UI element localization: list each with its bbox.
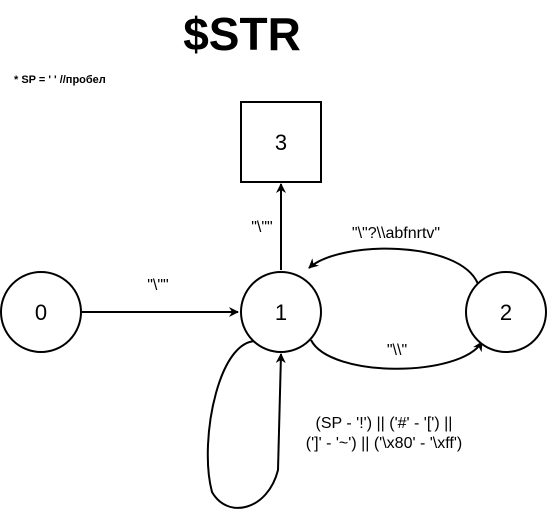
edge-1-to-2 [310, 339, 483, 370]
state-1-circle [240, 271, 322, 353]
state-2-label: 2 [500, 300, 512, 325]
edge-1-to-3-label: "\"" [251, 219, 272, 236]
state-3: 3 [240, 101, 322, 183]
state-3-label: 3 [275, 130, 287, 155]
edge-2-to-1-label: "\"?\\abfnrtv" [352, 225, 440, 242]
edge-0-to-1-label: "\"" [147, 277, 168, 294]
sp-note: * SP = ' ' //пробел [14, 74, 106, 86]
state-2-circle [465, 271, 547, 353]
edge-1-to-2-label: "\\" [387, 342, 407, 359]
state-1-label: 1 [275, 300, 287, 325]
state-0: 0 [0, 271, 82, 353]
state-0-label: 0 [35, 300, 47, 325]
state-1: 1 [240, 271, 322, 353]
state-0-circle [0, 271, 82, 353]
state-3-square [240, 101, 322, 183]
edge-1-self-loop-label-line2: (']' - '~') || ('\x80' - '\xff') [306, 435, 462, 452]
edge-2-to-1 [308, 247, 479, 285]
diagram-title: $STR [183, 8, 301, 60]
edge-1-self-loop [206, 340, 286, 509]
edge-1-self-loop-label-line1: (SP - '!') || ('#' - '[') || [316, 415, 453, 432]
state-2: 2 [465, 271, 547, 353]
